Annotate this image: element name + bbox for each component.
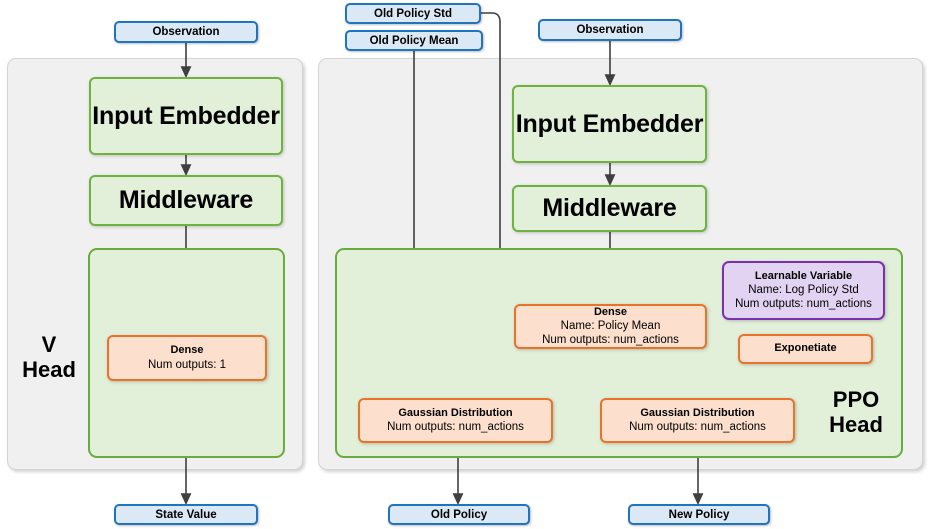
output-new-policy-label: New Policy [668, 508, 730, 521]
ppo-gaussian-distribution-old[interactable]: Gaussian Distribution Num outputs: num_a… [358, 398, 553, 443]
ppo-input-embedder[interactable]: Input Embedder [512, 85, 707, 163]
ppo-learnable-variable[interactable]: Learnable Variable Name: Log Policy Std … [722, 261, 885, 320]
ppo-dense-policy-mean[interactable]: Dense Name: Policy Mean Num outputs: num… [514, 304, 707, 349]
v-head-caption: V Head [22, 332, 76, 382]
ppo-gaussian-old-num-outputs: Num outputs: num_actions [387, 421, 524, 434]
v-dense-num-outputs: Num outputs: 1 [148, 358, 226, 371]
output-old-policy[interactable]: Old Policy [388, 504, 530, 525]
v-middleware-label: Middleware [118, 186, 254, 214]
input-observation-left-label: Observation [152, 26, 220, 38]
ppo-gaussian-distribution-new[interactable]: Gaussian Distribution Num outputs: num_a… [600, 398, 795, 443]
ppo-gaussian-old-title: Gaussian Distribution [398, 406, 513, 419]
input-observation-left[interactable]: Observation [114, 21, 258, 43]
input-old-policy-std-label: Old Policy Std [374, 7, 452, 20]
ppo-head-caption: PPO Head [829, 387, 883, 437]
ppo-learnable-variable-name: Name: Log Policy Std [748, 284, 859, 297]
ppo-dense-policy-mean-title: Dense [593, 305, 628, 318]
ppo-exponetiate[interactable]: Exponetiate [738, 334, 873, 364]
v-middleware[interactable]: Middleware [89, 175, 283, 226]
input-observation-right[interactable]: Observation [538, 19, 682, 41]
v-dense[interactable]: Dense Num outputs: 1 [107, 335, 267, 381]
output-old-policy-label: Old Policy [430, 508, 488, 521]
ppo-middleware[interactable]: Middleware [512, 185, 707, 232]
input-old-policy-mean-label: Old Policy Mean [369, 34, 459, 47]
v-input-embedder[interactable]: Input Embedder [89, 77, 283, 155]
input-old-policy-std[interactable]: Old Policy Std [345, 3, 481, 24]
ppo-learnable-variable-num-outputs: Num outputs: num_actions [735, 298, 872, 311]
output-state-value[interactable]: State Value [114, 504, 258, 525]
ppo-learnable-variable-title: Learnable Variable [754, 269, 853, 282]
input-observation-right-label: Observation [576, 24, 644, 36]
ppo-input-embedder-label: Input Embedder [515, 109, 704, 138]
ppo-exponetiate-label: Exponetiate [774, 342, 837, 355]
ppo-dense-policy-mean-num-outputs: Num outputs: num_actions [542, 334, 679, 347]
ppo-middleware-label: Middleware [542, 194, 677, 222]
v-dense-title: Dense [170, 344, 204, 357]
ppo-gaussian-new-num-outputs: Num outputs: num_actions [629, 421, 766, 434]
ppo-gaussian-new-title: Gaussian Distribution [640, 406, 755, 419]
ppo-dense-policy-mean-name: Name: Policy Mean [560, 320, 661, 333]
v-input-embedder-label: Input Embedder [92, 101, 280, 130]
input-old-policy-mean[interactable]: Old Policy Mean [345, 30, 483, 51]
output-new-policy[interactable]: New Policy [628, 504, 770, 525]
output-state-value-label: State Value [155, 508, 217, 521]
